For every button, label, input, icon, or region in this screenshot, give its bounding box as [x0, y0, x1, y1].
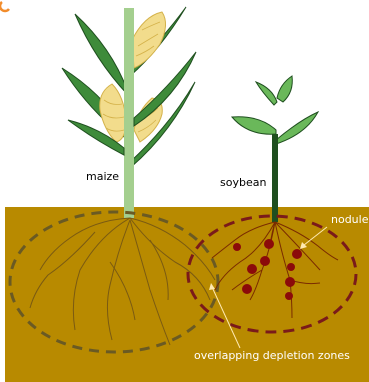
nodule [242, 284, 252, 294]
nodule-label: nodule [331, 213, 369, 226]
soybean-leaf [232, 117, 276, 134]
nodule [292, 249, 302, 259]
soybean-leaf [276, 112, 318, 144]
partial-ring-icon [0, 2, 9, 11]
nodule [287, 263, 295, 271]
maize-cob [132, 12, 166, 68]
nodule [260, 256, 270, 266]
nodule [247, 264, 257, 274]
soybean-label: soybean [220, 176, 266, 189]
zones-label: overlapping depletion zones [194, 349, 350, 362]
maize-cob [100, 84, 126, 142]
soybean-leaf [256, 82, 277, 105]
nodule [285, 292, 293, 300]
nodule [285, 277, 295, 287]
soybean-leaf [277, 76, 292, 102]
nodule [233, 243, 241, 251]
maize-plant [62, 7, 196, 218]
maize-stem [124, 8, 134, 218]
nodule [264, 239, 274, 249]
soybean-plant [232, 76, 318, 222]
maize-label: maize [86, 170, 119, 183]
soybean-stem [272, 134, 278, 222]
